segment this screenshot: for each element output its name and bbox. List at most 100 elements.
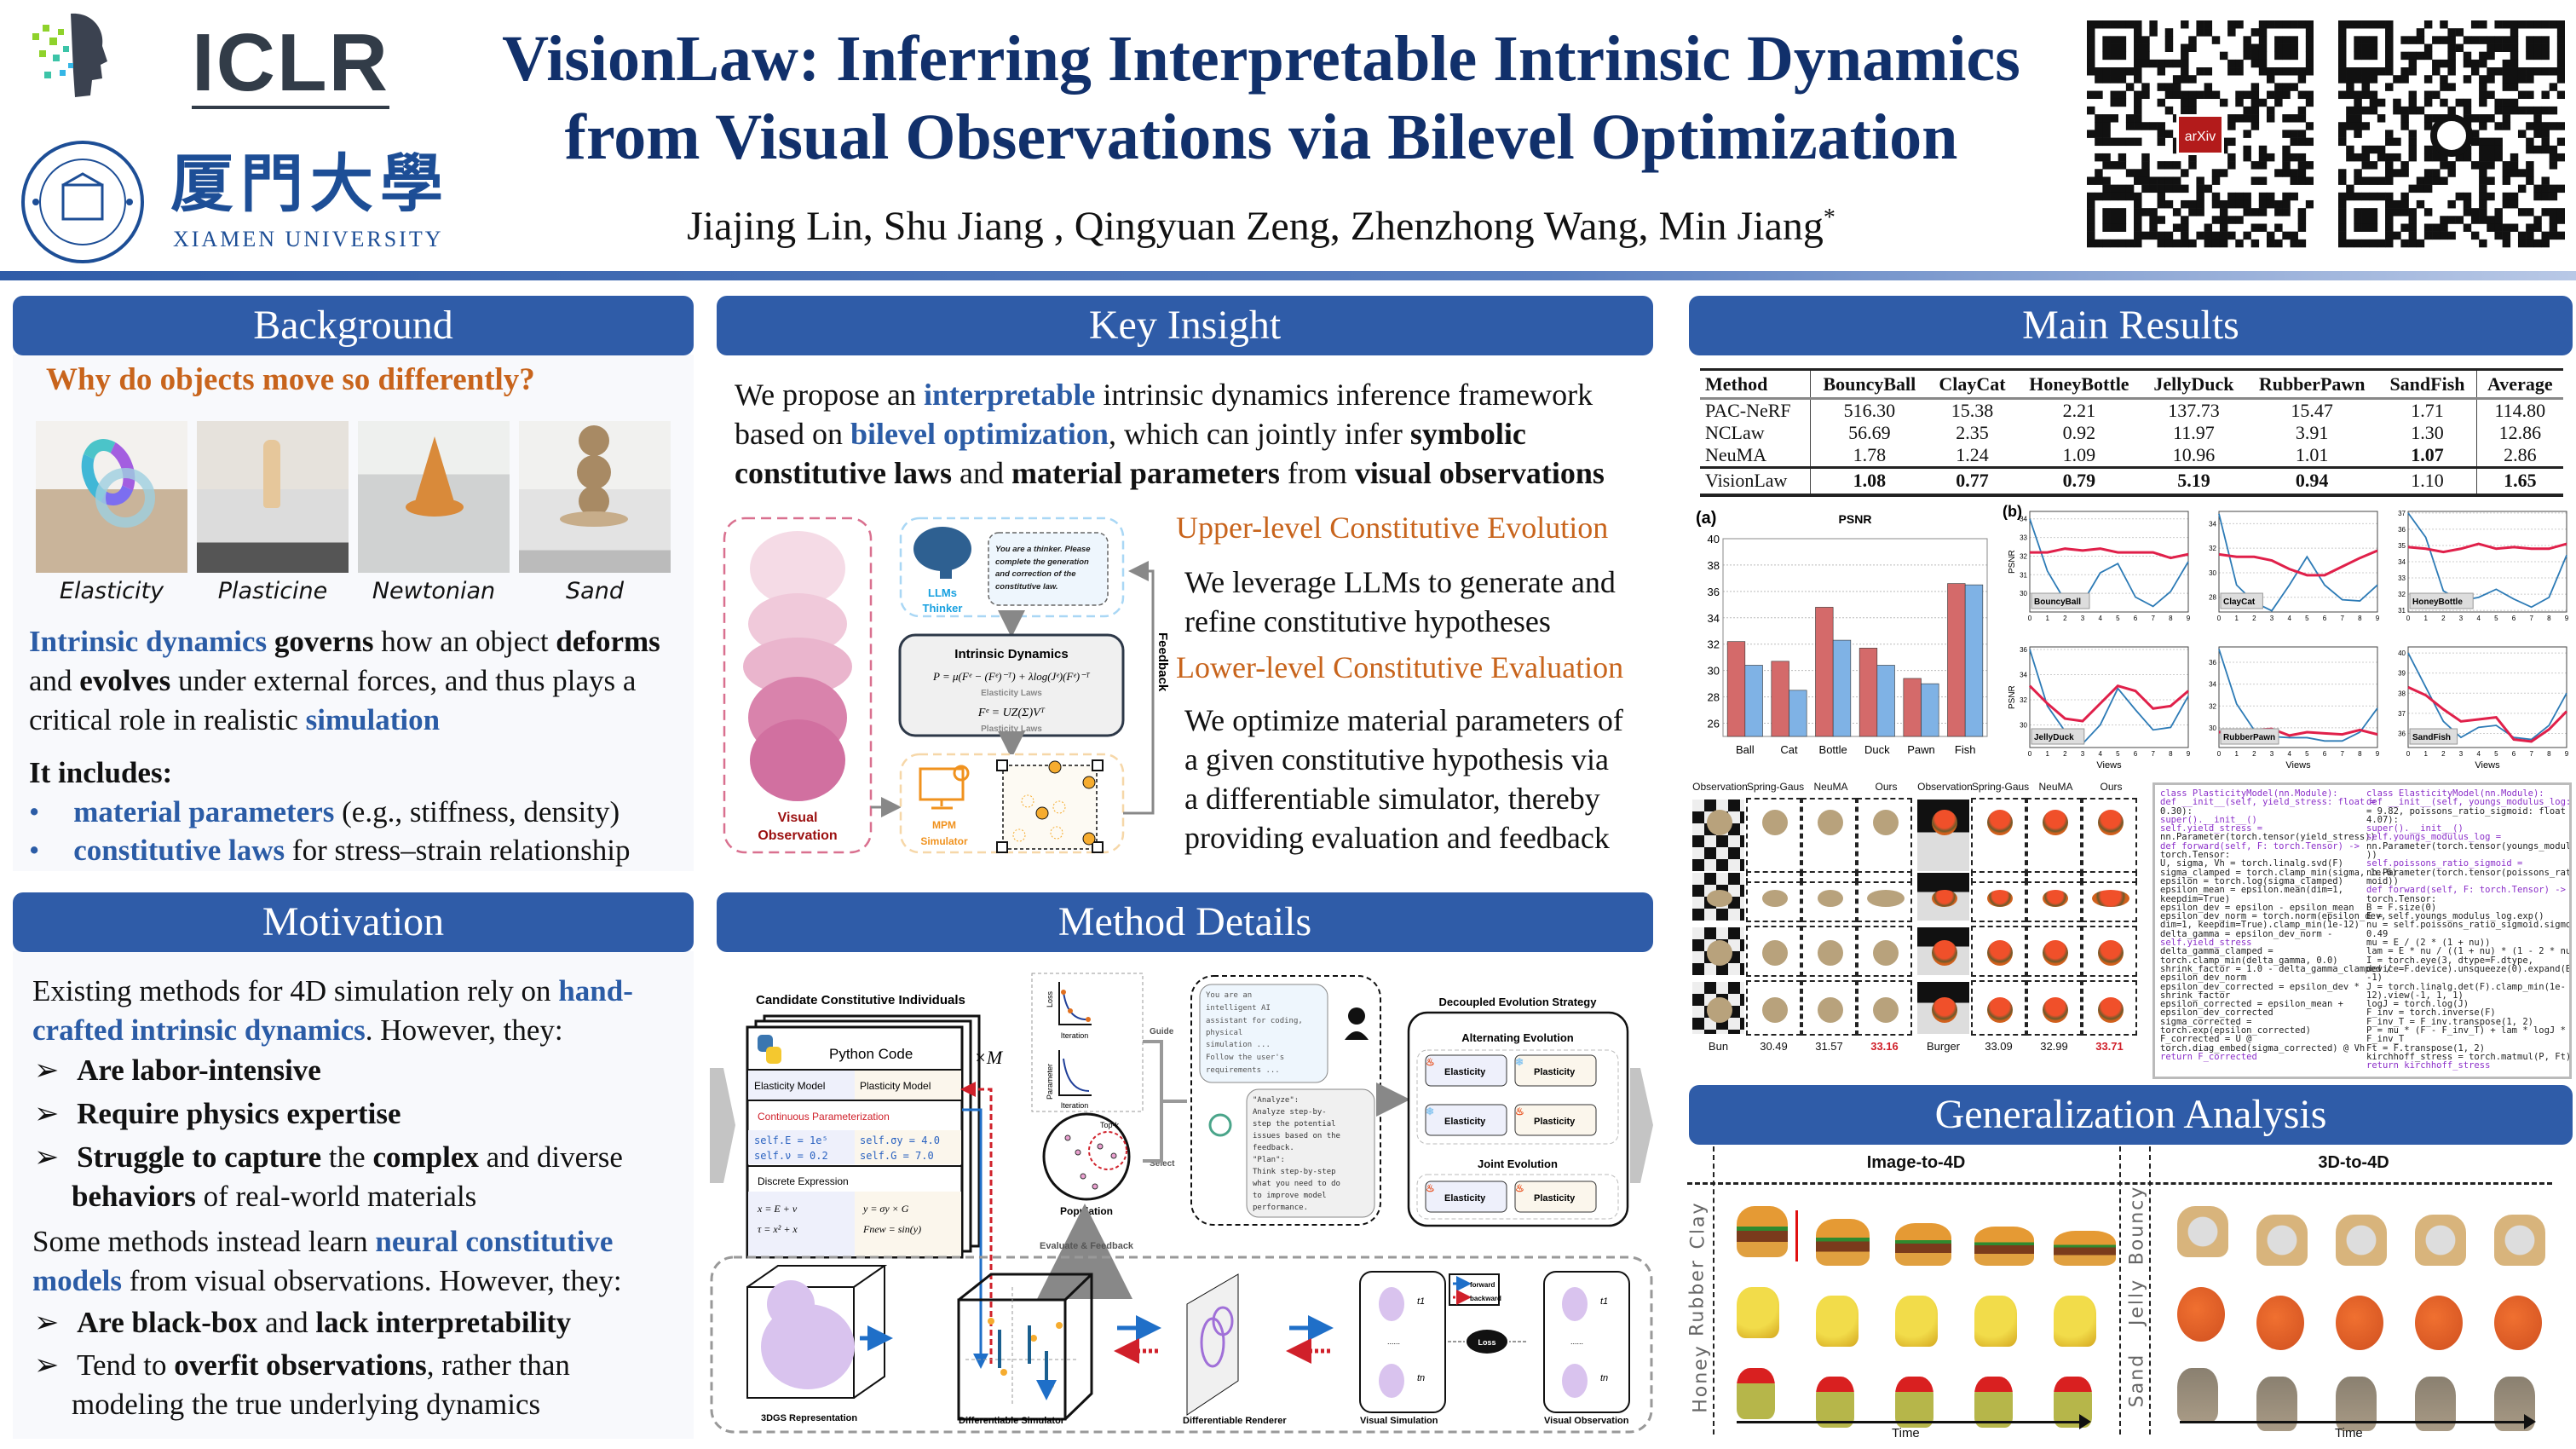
y-tick-label: 40 [1708,533,1720,546]
object-render [2043,996,2068,1023]
table-cell: 2.21 [2062,400,2096,421]
psnr-value: 30.49 [1760,1040,1788,1053]
x-tick-label: 8 [2169,615,2173,622]
table-cell: 15.47 [2291,400,2333,421]
qr-code-github[interactable] [2338,20,2566,249]
bar-fish-1 [1964,584,1984,737]
y-tick-label: 34 [2209,520,2216,528]
table-cell: 2.86 [2475,444,2563,468]
series-line-1 [2218,549,2378,577]
particle-grid-icon [996,759,1104,853]
generalization-frame [2256,1215,2308,1266]
generalization-frame [2336,1215,2387,1266]
y-tick-label: 39 [2398,670,2406,678]
object-render [2043,810,2068,835]
x-axis-label: Views [2096,760,2122,771]
table-cell: 1.10 [2378,466,2477,497]
x-tick-label: Fish [1955,743,1976,756]
chart-name: JellyDuck [2034,733,2074,742]
background-paragraph: Intrinsic dynamics governs how an object… [29,625,660,736]
code-line: def forward(self, F: torch.Tensor) -> [2366,885,2566,896]
table-header: ClayCat [1928,368,2017,400]
svg-text:constitutive law.: constitutive law. [995,582,1058,592]
chart-name: HoneyBottle [2412,597,2463,607]
x-tick-label: 4 [2098,615,2102,622]
bullet-item: •constitutive laws for stress–strain rel… [29,834,631,867]
code-listing: class PlasticityModel(nn.Module):def __i… [2152,782,2572,1079]
svg-text:x = E + ν: x = E + ν [757,1203,798,1215]
object-render [2043,890,2068,907]
svg-text:complete the generation: complete the generation [995,557,1089,567]
code-line: F_inv = torch.inverse(F) [2366,1007,2496,1019]
psnr-value: 32.99 [2040,1040,2068,1053]
svg-text:Loss: Loss [1478,1338,1495,1347]
comparison-cell [2082,980,2137,1036]
object-render [1762,996,1788,1023]
psnr-value: 33.71 [2095,1040,2124,1053]
comparison-cell [2026,871,2082,922]
y-tick-label: 36 [2209,659,2216,667]
image-caption: Elasticity [59,578,164,604]
svg-text:forward: forward [1470,1281,1495,1289]
x-tick-label: Cat [1780,743,1798,756]
code-line: = 9.82, poissons_ratio_sigmoid: float = [2366,805,2572,817]
object-render [1867,890,1905,907]
svg-text:Differentiable Renderer: Differentiable Renderer [1183,1416,1287,1426]
comparison-cell [1857,798,1912,883]
x-tick-label: Bottle [1819,743,1847,756]
y-tick-label: 36 [2398,526,2406,534]
chart-name-box [2409,592,2474,609]
plasticity-formula: Fᵉ = UZ(Σ)Vᵀ [977,707,1046,719]
code-line: I = torch.eye(3, dtype=F.dtype, [2366,955,2533,966]
code-line: device=F.device).unsqueeze(0).expand(B, … [2366,963,2572,974]
table-cell: 2.35 [1956,422,1989,443]
code-line: def __init__(self, youngs_modulus_log: f… [2366,797,2572,808]
qr-code-arxiv[interactable]: arXiv [2087,20,2314,249]
svg-text:Top-k: Top-k [1100,1121,1120,1129]
comparison-cell [1746,980,1801,1036]
svg-text:self.ν = 0.2: self.ν = 0.2 [754,1150,828,1162]
generalization-frame [1974,1377,2013,1428]
code-line: keepdim=True) [2160,893,2231,904]
table-cell: VisionLaw [1700,466,1811,497]
row-label: Clay [1687,1201,1709,1250]
plot-frame [2218,511,2378,613]
x-axis-label: Views [2475,760,2500,771]
object-render [1762,940,1788,966]
section-header-method-details: Method Details [717,892,1653,952]
y-tick-label: 36 [2020,646,2027,654]
image-caption: Sand [566,578,624,604]
comparison-cell [1691,980,1746,1036]
x-tick-label: Duck [1864,743,1890,756]
prompt-bubble [988,532,1109,606]
table-header: SandFish [2378,368,2477,400]
svg-text:Elasticity: Elasticity [1444,1067,1486,1077]
generalization-frame [1737,1368,1775,1419]
plasticine-image [197,421,349,573]
svg-text:Follow the user's: Follow the user's [1206,1054,1284,1062]
svg-text:Iteration: Iteration [1061,1031,1089,1040]
series-line-0 [2029,649,2189,745]
column-header: NeuMA [2038,781,2073,793]
user-prompt-bubble [1199,984,1328,1083]
bar-cat-1 [1789,690,1807,737]
svg-text:Plasticity Model: Plasticity Model [860,1080,931,1092]
comparison-cell [1801,980,1857,1036]
generalization-figure: Image-to-4D 3D-to-4D Clay Rubber Honey B… [1687,1146,2573,1445]
y-tick-label: 32 [2398,591,2406,598]
series-line-1 [2030,547,2189,560]
fall-arrow-icon [1795,1210,1798,1261]
code-line: J = torch.linalg.det(F).clamp_min(1e- [2366,981,2566,992]
newtonian-image [358,421,510,573]
svg-text:Visual Simulation: Visual Simulation [1360,1416,1438,1426]
comparison-cell [1691,926,1746,977]
section-header-main-results: Main Results [1689,296,2573,355]
framework-diagram: Visual Observation LLMs Thinker You are … [723,517,1170,854]
comparison-cell [1916,798,1971,883]
chatgpt-icon [1208,1113,1232,1137]
chevron-left-icon [710,1068,735,1183]
comparison-cell [1746,798,1801,883]
chart-name-box [2409,728,2458,745]
